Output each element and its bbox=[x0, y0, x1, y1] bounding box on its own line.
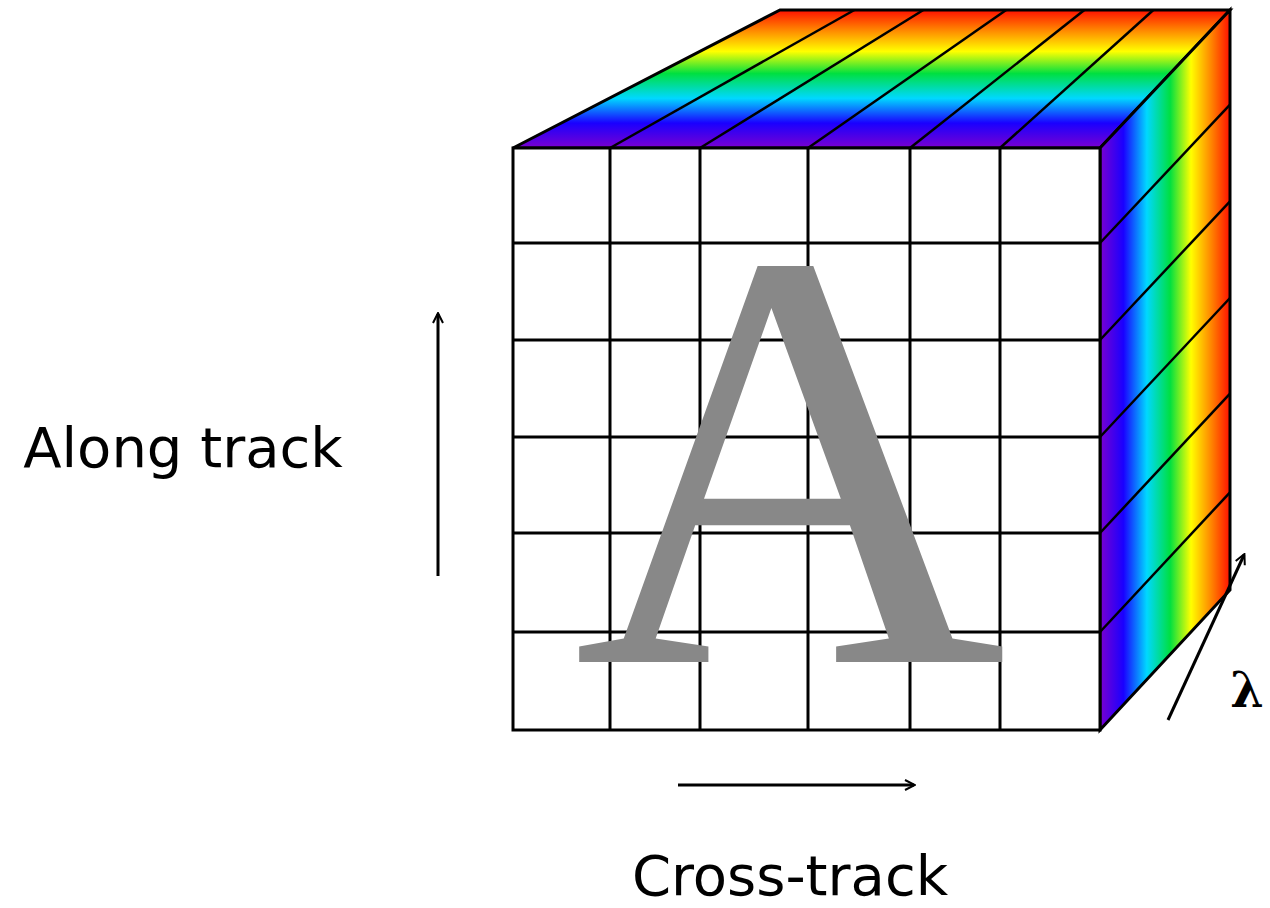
grid-line bbox=[910, 10, 1084, 148]
axis-label: Along track bbox=[23, 420, 342, 476]
grid-line bbox=[808, 10, 1006, 148]
sample-letter: A bbox=[573, 160, 1006, 760]
axis-label: Cross-track bbox=[632, 848, 948, 904]
wavelength-symbol: λ bbox=[1230, 666, 1264, 714]
grid-line bbox=[1100, 492, 1230, 632]
cross-track-arrow bbox=[678, 784, 914, 787]
along-track-arrow bbox=[437, 314, 440, 576]
cube-side-face bbox=[1100, 10, 1230, 730]
grid-line bbox=[700, 10, 923, 148]
